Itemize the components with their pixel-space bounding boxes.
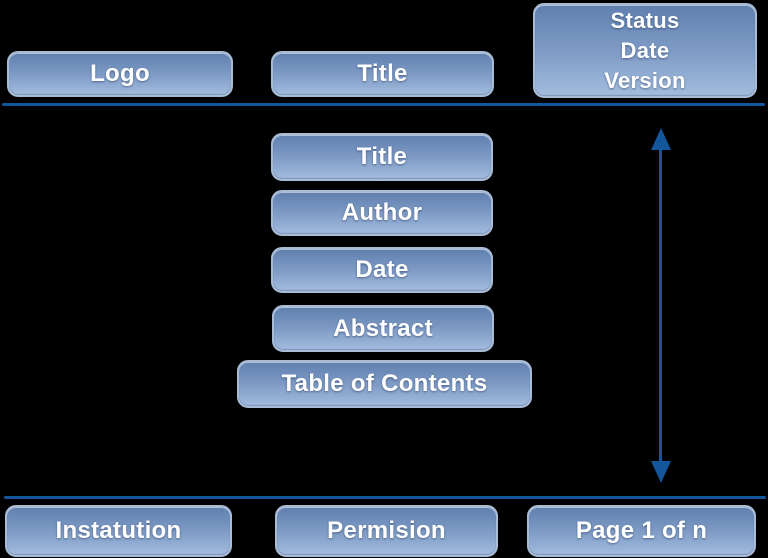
permission-box-label: Permision [327,517,446,544]
logo-box: Logo [7,51,233,97]
footer-separator-line [4,496,766,499]
body-title-box-label: Title [356,143,408,170]
date-box: Date [271,247,493,293]
abstract-box-label: Abstract [333,314,433,342]
page-number-box: Page 1 of n [527,505,756,557]
vertical-extent-arrow-line [659,149,662,461]
institution-box: Instatution [5,505,232,557]
logo-box-label: Logo [90,60,150,87]
page-number-box-label: Page 1 of n [575,517,708,544]
permission-box: Permision [275,505,498,557]
header-title-box-label: Title [357,60,408,87]
body-title-box: Title [271,133,493,181]
table-of-contents-box: Table of Contents [237,360,532,408]
arrowhead-up-icon [651,128,671,150]
date-box-label: Date [355,256,409,283]
version-line: Version [604,67,686,93]
author-box-label: Author [341,199,423,226]
institution-box-label: Instatution [55,517,182,544]
arrowhead-down-icon [651,461,671,483]
table-of-contents-box-label: Table of Contents [281,370,488,397]
date-line: Date [620,37,670,63]
status-line: Status [610,7,680,33]
header-separator-line [2,103,765,106]
header-title-box: Title [271,51,494,97]
status-date-version-box: Status Date Version [533,3,757,98]
author-box: Author [271,190,493,236]
abstract-box: Abstract [272,305,494,352]
